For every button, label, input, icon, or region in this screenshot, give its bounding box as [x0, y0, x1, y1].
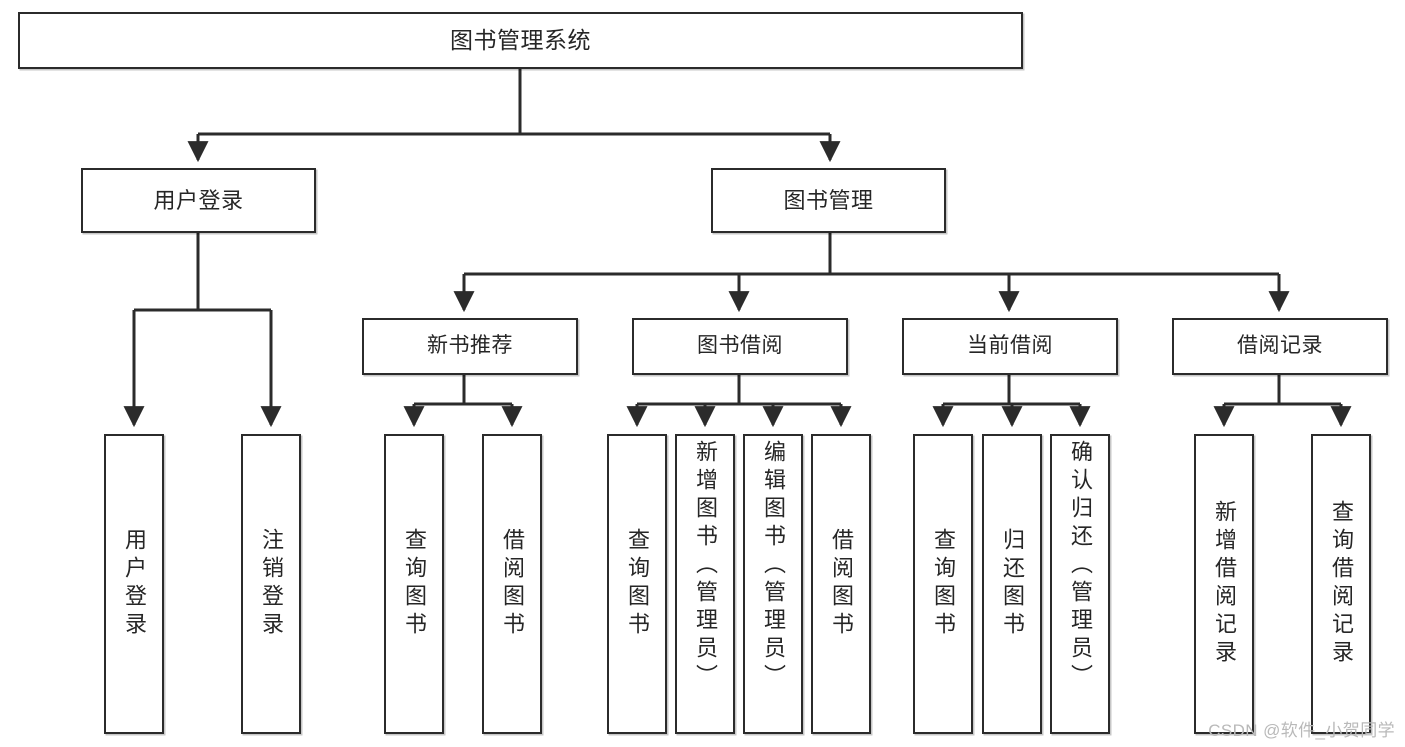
node-user-login-label: 用户登录: [153, 187, 244, 213]
leaf-label: 注销登录: [259, 528, 284, 640]
node-borrow-record-label: 借阅记录: [1237, 334, 1323, 358]
leaf-label: 用户登录: [122, 528, 147, 640]
node-borrow-record[interactable]: 借阅记录: [1172, 318, 1388, 375]
node-current-borrow[interactable]: 当前借阅: [902, 318, 1118, 375]
leaf-current-query-book[interactable]: 查询图书: [913, 434, 973, 734]
leaf-label: 借阅图书: [500, 528, 525, 640]
node-user-login[interactable]: 用户登录: [81, 168, 316, 233]
node-current-borrow-label: 当前借阅: [967, 334, 1053, 358]
leaf-label: 查询图书: [402, 528, 427, 640]
leaf-label: 查询图书: [931, 528, 956, 640]
leaf-recommend-query-book[interactable]: 查询图书: [384, 434, 444, 734]
leaf-label: 查询借阅记录: [1329, 500, 1354, 668]
leaf-label: 新增图书（管理员）: [693, 440, 718, 692]
leaf-current-return-book[interactable]: 归还图书: [982, 434, 1042, 734]
node-book-management[interactable]: 图书管理: [711, 168, 946, 233]
leaf-borrow-borrow-book[interactable]: 借阅图书: [811, 434, 871, 734]
leaf-current-confirm-return-admin[interactable]: 确认归还（管理员）: [1050, 434, 1110, 734]
node-root[interactable]: 图书管理系统: [18, 12, 1023, 69]
leaf-label: 确认归还（管理员）: [1068, 440, 1093, 692]
node-book-borrow-label: 图书借阅: [697, 334, 783, 358]
leaf-user-login-login[interactable]: 用户登录: [104, 434, 164, 734]
node-new-book-recommend-label: 新书推荐: [427, 334, 513, 358]
leaf-label: 编辑图书（管理员）: [761, 440, 786, 692]
leaf-label: 归还图书: [1000, 528, 1025, 640]
leaf-label: 新增借阅记录: [1212, 500, 1237, 668]
leaf-recommend-borrow-book[interactable]: 借阅图书: [482, 434, 542, 734]
leaf-borrow-edit-book-admin[interactable]: 编辑图书（管理员）: [743, 434, 803, 734]
leaf-record-query-record[interactable]: 查询借阅记录: [1311, 434, 1371, 734]
leaf-record-add-record[interactable]: 新增借阅记录: [1194, 434, 1254, 734]
leaf-label: 查询图书: [625, 528, 650, 640]
node-new-book-recommend[interactable]: 新书推荐: [362, 318, 578, 375]
leaf-borrow-add-book-admin[interactable]: 新增图书（管理员）: [675, 434, 735, 734]
node-book-management-label: 图书管理: [783, 187, 874, 213]
watermark: CSDN @软件_小贺同学: [1208, 721, 1395, 740]
leaf-borrow-query-book[interactable]: 查询图书: [607, 434, 667, 734]
leaf-label: 借阅图书: [829, 528, 854, 640]
node-root-label: 图书管理系统: [450, 27, 591, 54]
leaf-user-login-logout[interactable]: 注销登录: [241, 434, 301, 734]
node-book-borrow[interactable]: 图书借阅: [632, 318, 848, 375]
